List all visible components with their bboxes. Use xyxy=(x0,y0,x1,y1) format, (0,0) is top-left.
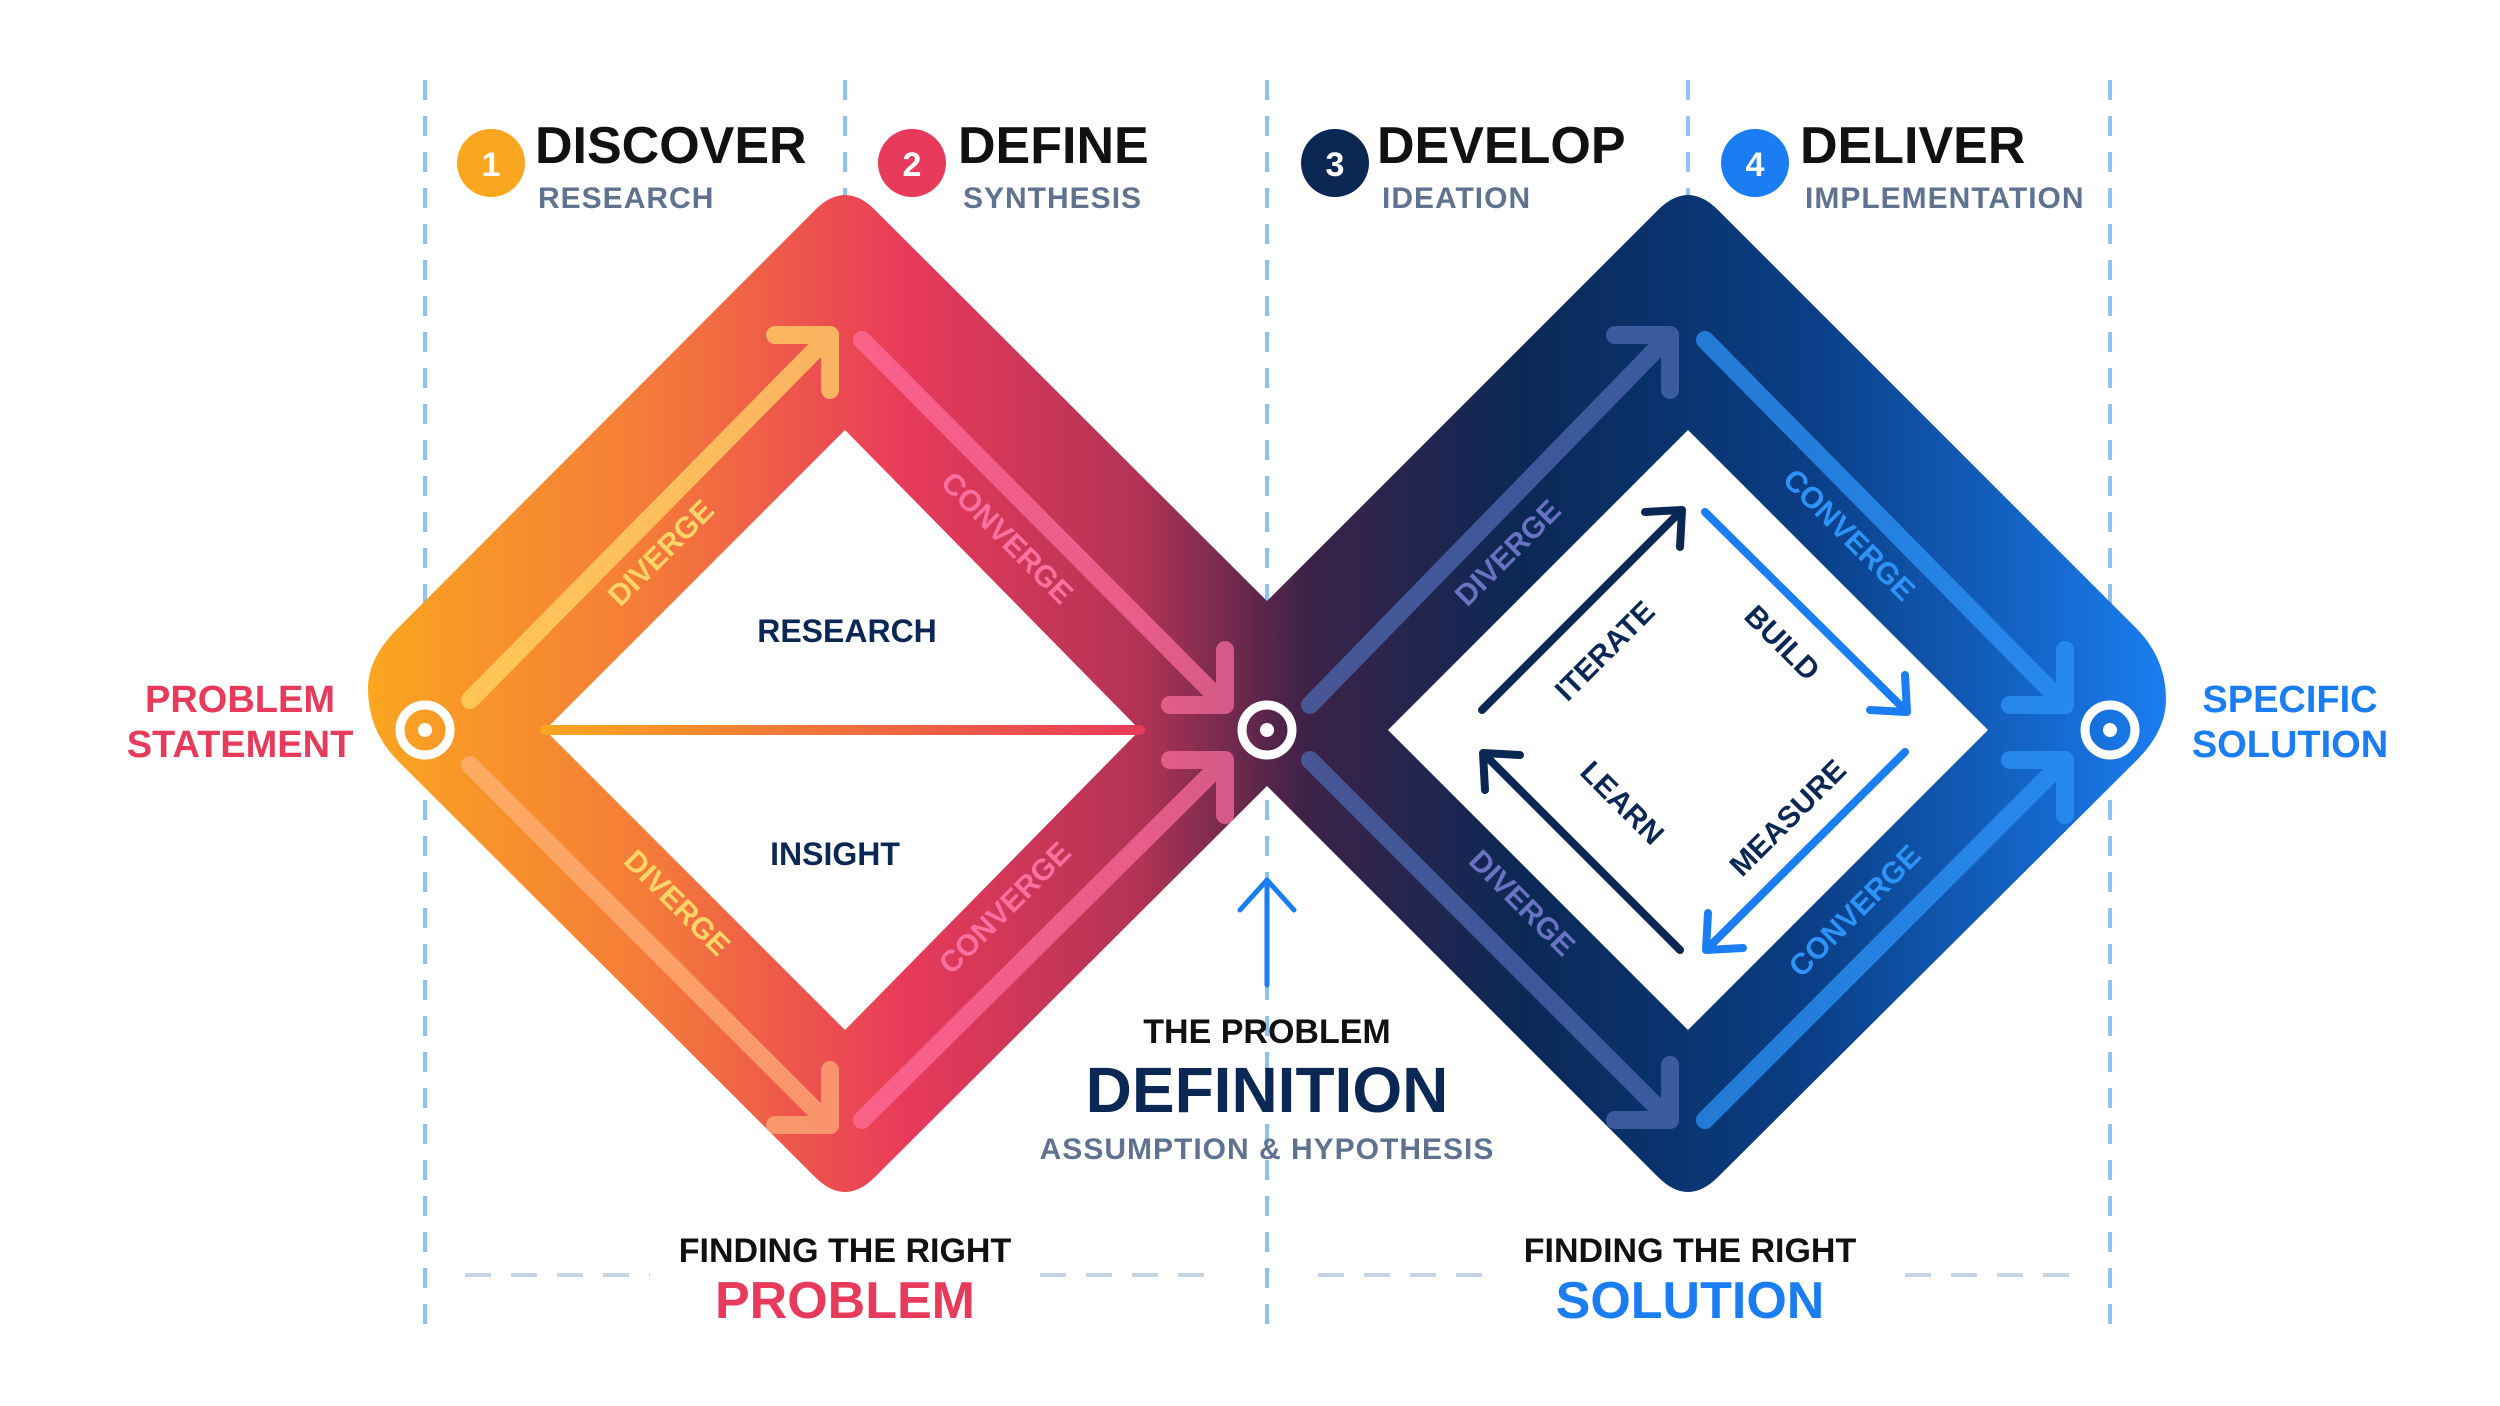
arrow-discover-up xyxy=(461,326,839,709)
problem-statement-line2: STATEMENT xyxy=(127,724,354,766)
phase-header-3: 3 DEVELOP IDEATION xyxy=(1301,117,1626,215)
arrow-discover-down xyxy=(461,756,839,1134)
phase-2-number: 2 xyxy=(903,146,922,184)
phase-4-title: DELIVER xyxy=(1800,117,2025,175)
assumption-hypothesis-label: ASSUMPTION & HYPOTHESIS xyxy=(1040,1133,1495,1166)
learn-label: LEARN xyxy=(1574,755,1670,851)
definition-title: DEFINITION xyxy=(1086,1054,1449,1126)
double-diamond-ribbon xyxy=(368,195,2166,1192)
left-endpoint-marker xyxy=(395,700,455,760)
phase-1-subtitle: RESEARCH xyxy=(538,182,714,215)
phase-1-badge xyxy=(457,129,525,197)
arrow-define-down xyxy=(853,331,1234,714)
phase-4-subtitle: IMPLEMENTATION xyxy=(1805,182,2085,215)
arrow-define-up xyxy=(853,751,1234,1129)
phase-2-subtitle: SYNTHESIS xyxy=(963,182,1142,215)
measure-arrow xyxy=(1702,748,1909,954)
phase-2-title: DEFINE xyxy=(958,117,1149,175)
phase-header-1: 1 DISCOVER RESEARCH xyxy=(457,117,807,215)
phase-3-title: DEVELOP xyxy=(1377,117,1626,175)
phase-1-number: 1 xyxy=(482,146,501,184)
phase-4-badge xyxy=(1721,129,1789,197)
specific-solution-line2: SOLUTION xyxy=(2192,724,2388,766)
problem-statement-line1: PROBLEM xyxy=(145,679,335,721)
phase-3-number: 3 xyxy=(1326,146,1345,184)
phase-3-badge xyxy=(1301,129,1369,197)
arrow-develop-down xyxy=(1301,751,1679,1129)
ribbon-shape xyxy=(368,195,2166,1192)
phase-header-4: 4 DELIVER IMPLEMENTATION xyxy=(1721,117,2085,215)
build-arrow xyxy=(1701,508,1911,716)
finding-right-solution-line2: SOLUTION xyxy=(1556,1272,1825,1330)
phase-header-2: 2 DEFINE SYNTHESIS xyxy=(878,117,1149,215)
iterate-arrow xyxy=(1478,506,1686,714)
ribbon-arrows xyxy=(461,326,2074,1134)
endpoint-markers xyxy=(395,700,2140,760)
the-problem-label: THE PROBLEM xyxy=(1143,1013,1390,1051)
arrow-deliver-down xyxy=(1696,331,2074,714)
arrow-deliver-up xyxy=(1696,751,2074,1129)
learn-arrow xyxy=(1479,749,1684,954)
center-endpoint-marker xyxy=(1237,700,1297,760)
phase-4-number: 4 xyxy=(1746,146,1765,184)
build-label: BUILD xyxy=(1738,599,1826,687)
phase-2-badge xyxy=(878,129,946,197)
finding-right-problem-line2: PROBLEM xyxy=(715,1272,975,1330)
finding-right-solution-line1: FINDING THE RIGHT xyxy=(1524,1232,1857,1270)
specific-solution-line1: SPECIFIC xyxy=(2202,679,2377,721)
right-endpoint-marker xyxy=(2080,700,2140,760)
build-measure-learn-cycle xyxy=(1478,506,1911,954)
phase-3-subtitle: IDEATION xyxy=(1382,182,1531,215)
finding-right-problem-line1: FINDING THE RIGHT xyxy=(679,1232,1012,1270)
definition-up-arrow xyxy=(1237,877,1297,988)
iterate-label: ITERATE xyxy=(1549,595,1662,708)
research-label: RESEARCH xyxy=(757,613,937,649)
arrow-develop-up xyxy=(1301,326,1679,714)
phase-1-title: DISCOVER xyxy=(535,117,807,175)
insight-label: INSIGHT xyxy=(770,836,900,872)
